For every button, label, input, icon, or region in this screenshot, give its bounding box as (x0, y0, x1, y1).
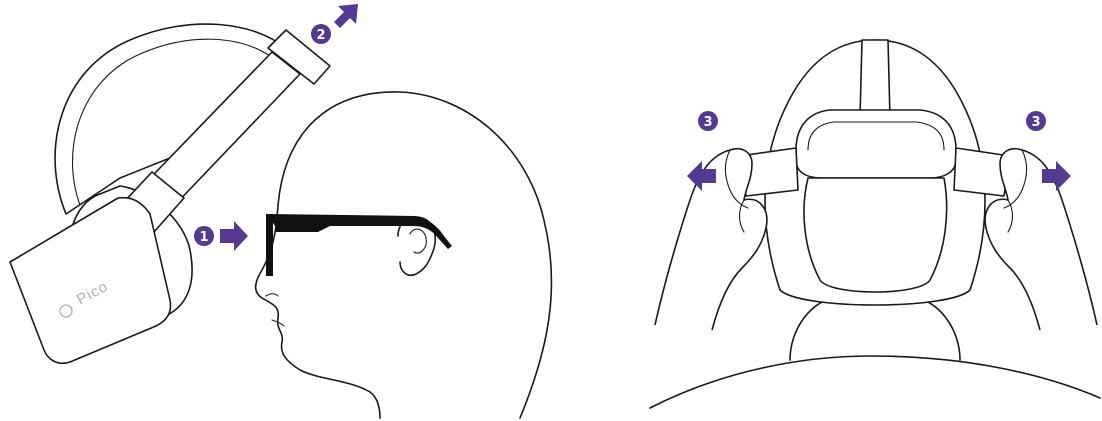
headset-body (10, 198, 170, 364)
back-plate (804, 178, 947, 292)
step-1-marker: 1 (194, 221, 248, 251)
glasses-lens-edge (266, 214, 273, 276)
step-3-right-number: 3 (1031, 115, 1040, 130)
glasses-temple (268, 214, 452, 249)
step-1-number: 1 (199, 230, 208, 245)
side-view-illustration: Pico (10, 24, 552, 418)
right-hand (985, 149, 1097, 330)
shoulders (650, 356, 1100, 408)
back-view-illustration (650, 40, 1100, 408)
step-1-arrow-icon (220, 221, 248, 251)
step-3-left-marker: 3 (687, 111, 718, 191)
step-2-number: 2 (316, 28, 325, 43)
step-2-marker: 2 (311, 4, 358, 44)
ear-inner (410, 229, 426, 253)
top-strap-back (860, 40, 890, 118)
rear-pad (796, 110, 956, 178)
nostril (266, 294, 278, 296)
step-3-left-number: 3 (703, 115, 712, 130)
head-profile (256, 92, 552, 418)
step-2-arrow-icon (334, 4, 358, 28)
